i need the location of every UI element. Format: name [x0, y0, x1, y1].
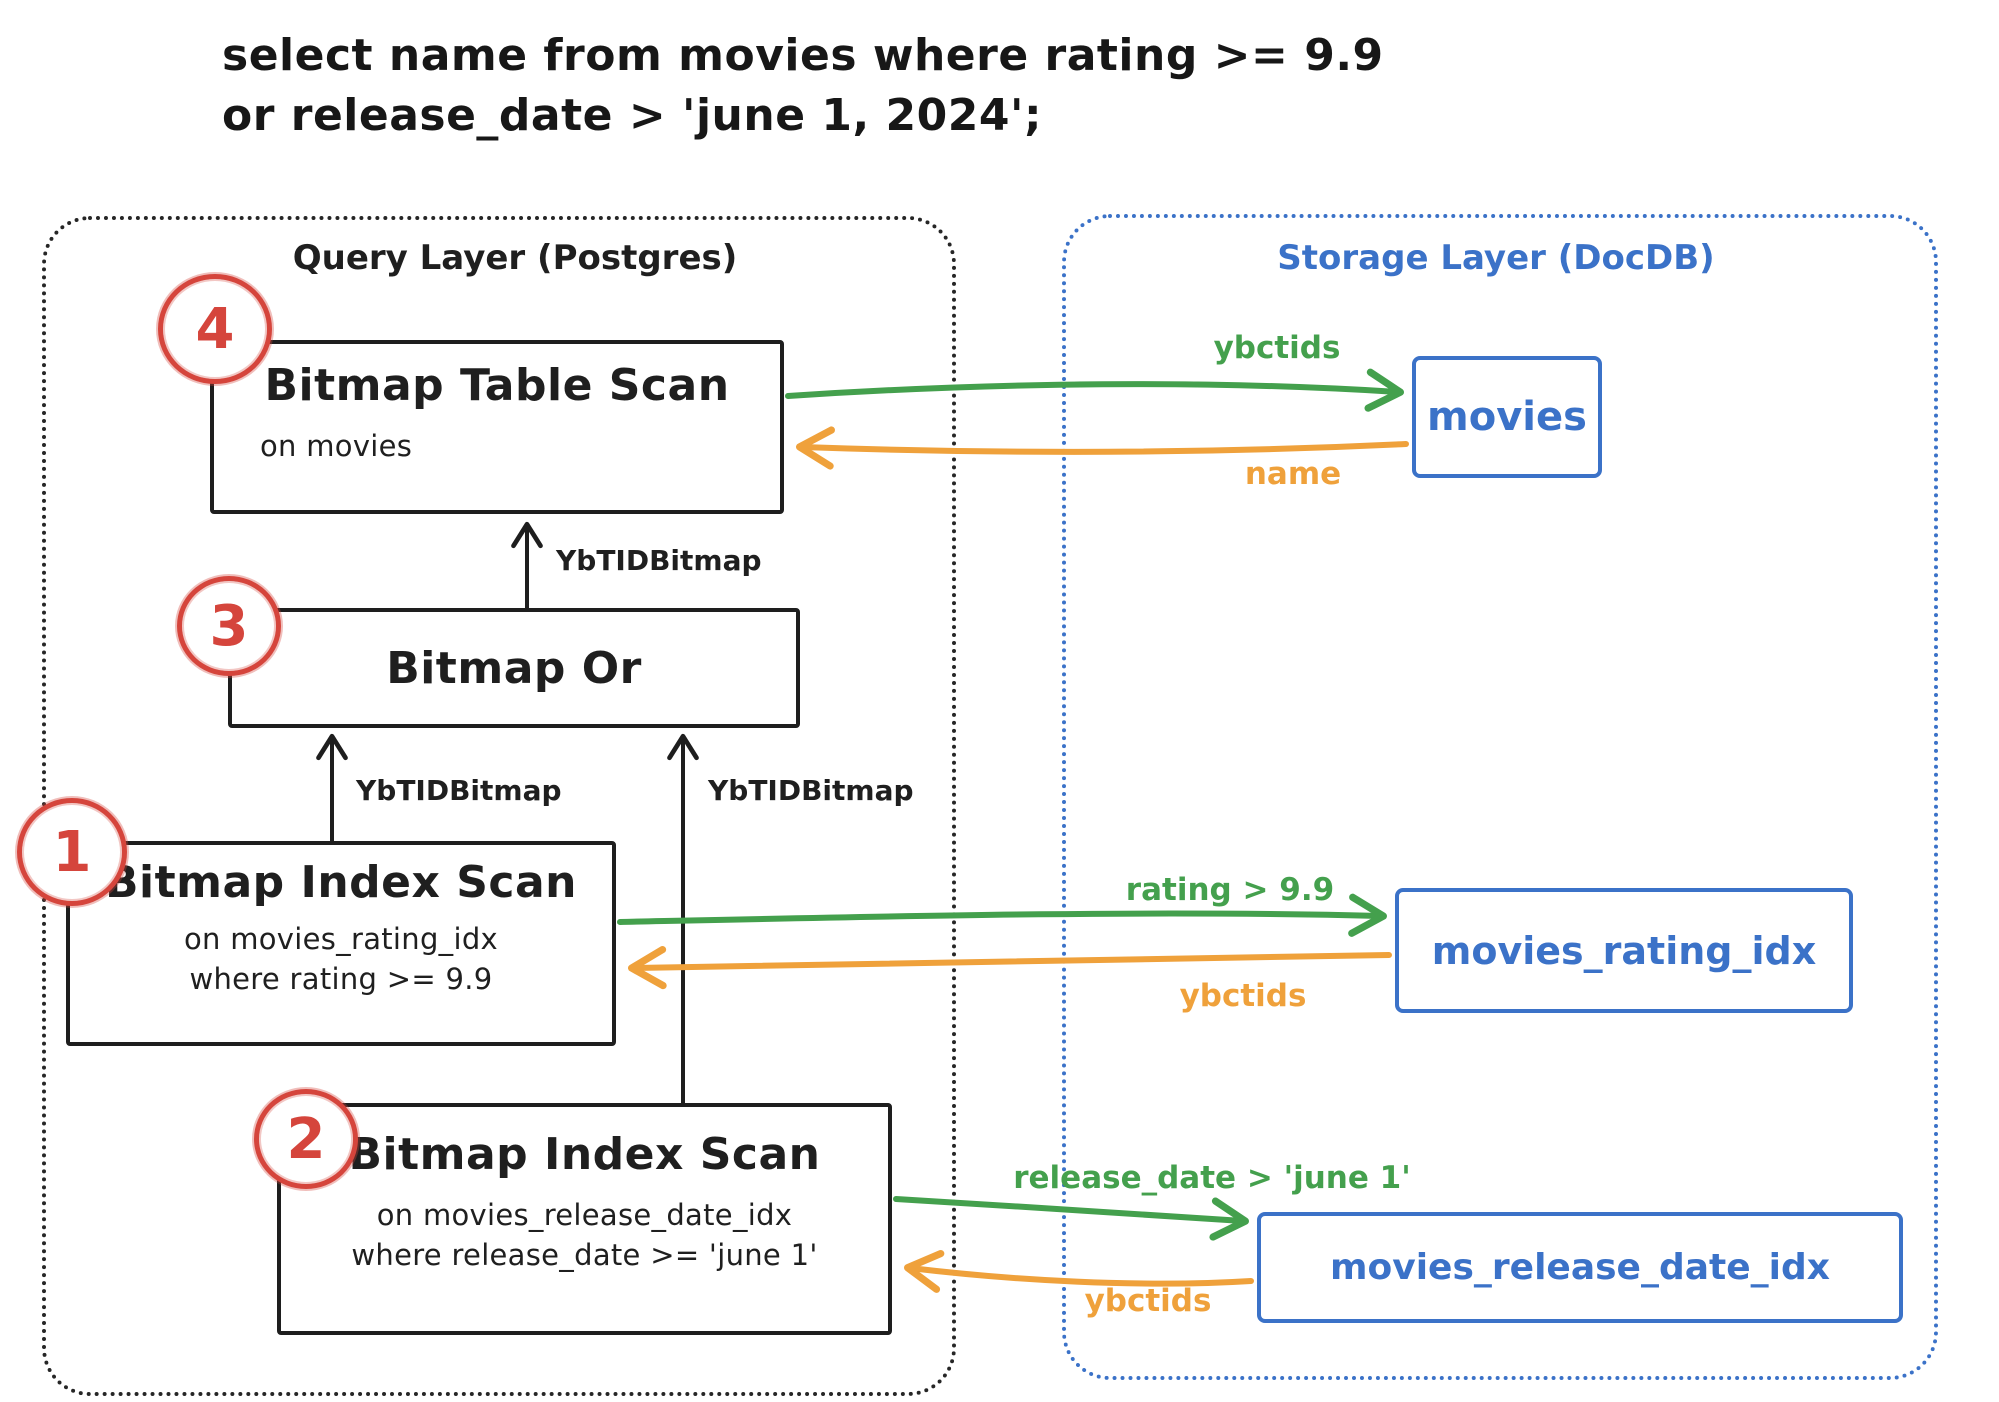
node-title: Bitmap Index Scan: [104, 857, 578, 908]
node-subtitle: on movies_rating_idx: [183, 922, 499, 956]
flow-label-rating-predicate: rating > 9.9: [1125, 872, 1335, 908]
flow-label-name: name: [1244, 456, 1342, 492]
step-badge-3: 3: [177, 576, 281, 676]
flow-label-ybctids-rating: ybctids: [1179, 978, 1307, 1014]
step-badge-1: 1: [17, 798, 127, 906]
step-badge-2: 2: [254, 1089, 358, 1189]
node-condition: where release_date >= 'june 1': [351, 1238, 818, 1272]
flow-label-ybctids-release: ybctids: [1084, 1283, 1212, 1319]
node-bitmap-index-scan-rating: Bitmap Index Scan on movies_rating_idx w…: [66, 841, 616, 1046]
storage-layer-title: Storage Layer (DocDB): [1277, 238, 1715, 278]
node-condition: where rating >= 9.9: [189, 962, 493, 996]
node-title: Bitmap Table Scan: [264, 360, 730, 411]
step-badge-4: 4: [158, 274, 272, 384]
storage-layer-panel: [1062, 214, 1938, 1380]
sql-query-line-1: select name from movies where rating >= …: [222, 30, 1384, 81]
table-movies: movies: [1412, 356, 1602, 478]
edge-label-ybtidbitmap-top: YbTIDBitmap: [556, 544, 762, 577]
table-movies-rating-idx: movies_rating_idx: [1395, 888, 1853, 1013]
node-subtitle: on movies_release_date_idx: [376, 1198, 793, 1232]
table-movies-release-date-idx: movies_release_date_idx: [1257, 1212, 1903, 1323]
query-layer-title: Query Layer (Postgres): [292, 238, 738, 278]
node-bitmap-table-scan: Bitmap Table Scan on movies: [210, 340, 784, 514]
node-bitmap-or: Bitmap Or: [228, 608, 800, 728]
node-bitmap-index-scan-release: Bitmap Index Scan on movies_release_date…: [277, 1103, 892, 1335]
node-title: Bitmap Index Scan: [348, 1129, 821, 1180]
node-title: Bitmap Or: [386, 642, 642, 694]
node-subtitle: on movies: [260, 429, 413, 463]
edge-label-ybtidbitmap-right: YbTIDBitmap: [708, 774, 914, 807]
sql-query-line-2: or release_date > 'june 1, 2024';: [222, 90, 1043, 141]
edge-label-ybtidbitmap-left: YbTIDBitmap: [356, 774, 562, 807]
flow-label-ybctids-movies: ybctids: [1213, 330, 1341, 366]
flow-label-release-predicate: release_date > 'june 1': [1013, 1160, 1411, 1196]
